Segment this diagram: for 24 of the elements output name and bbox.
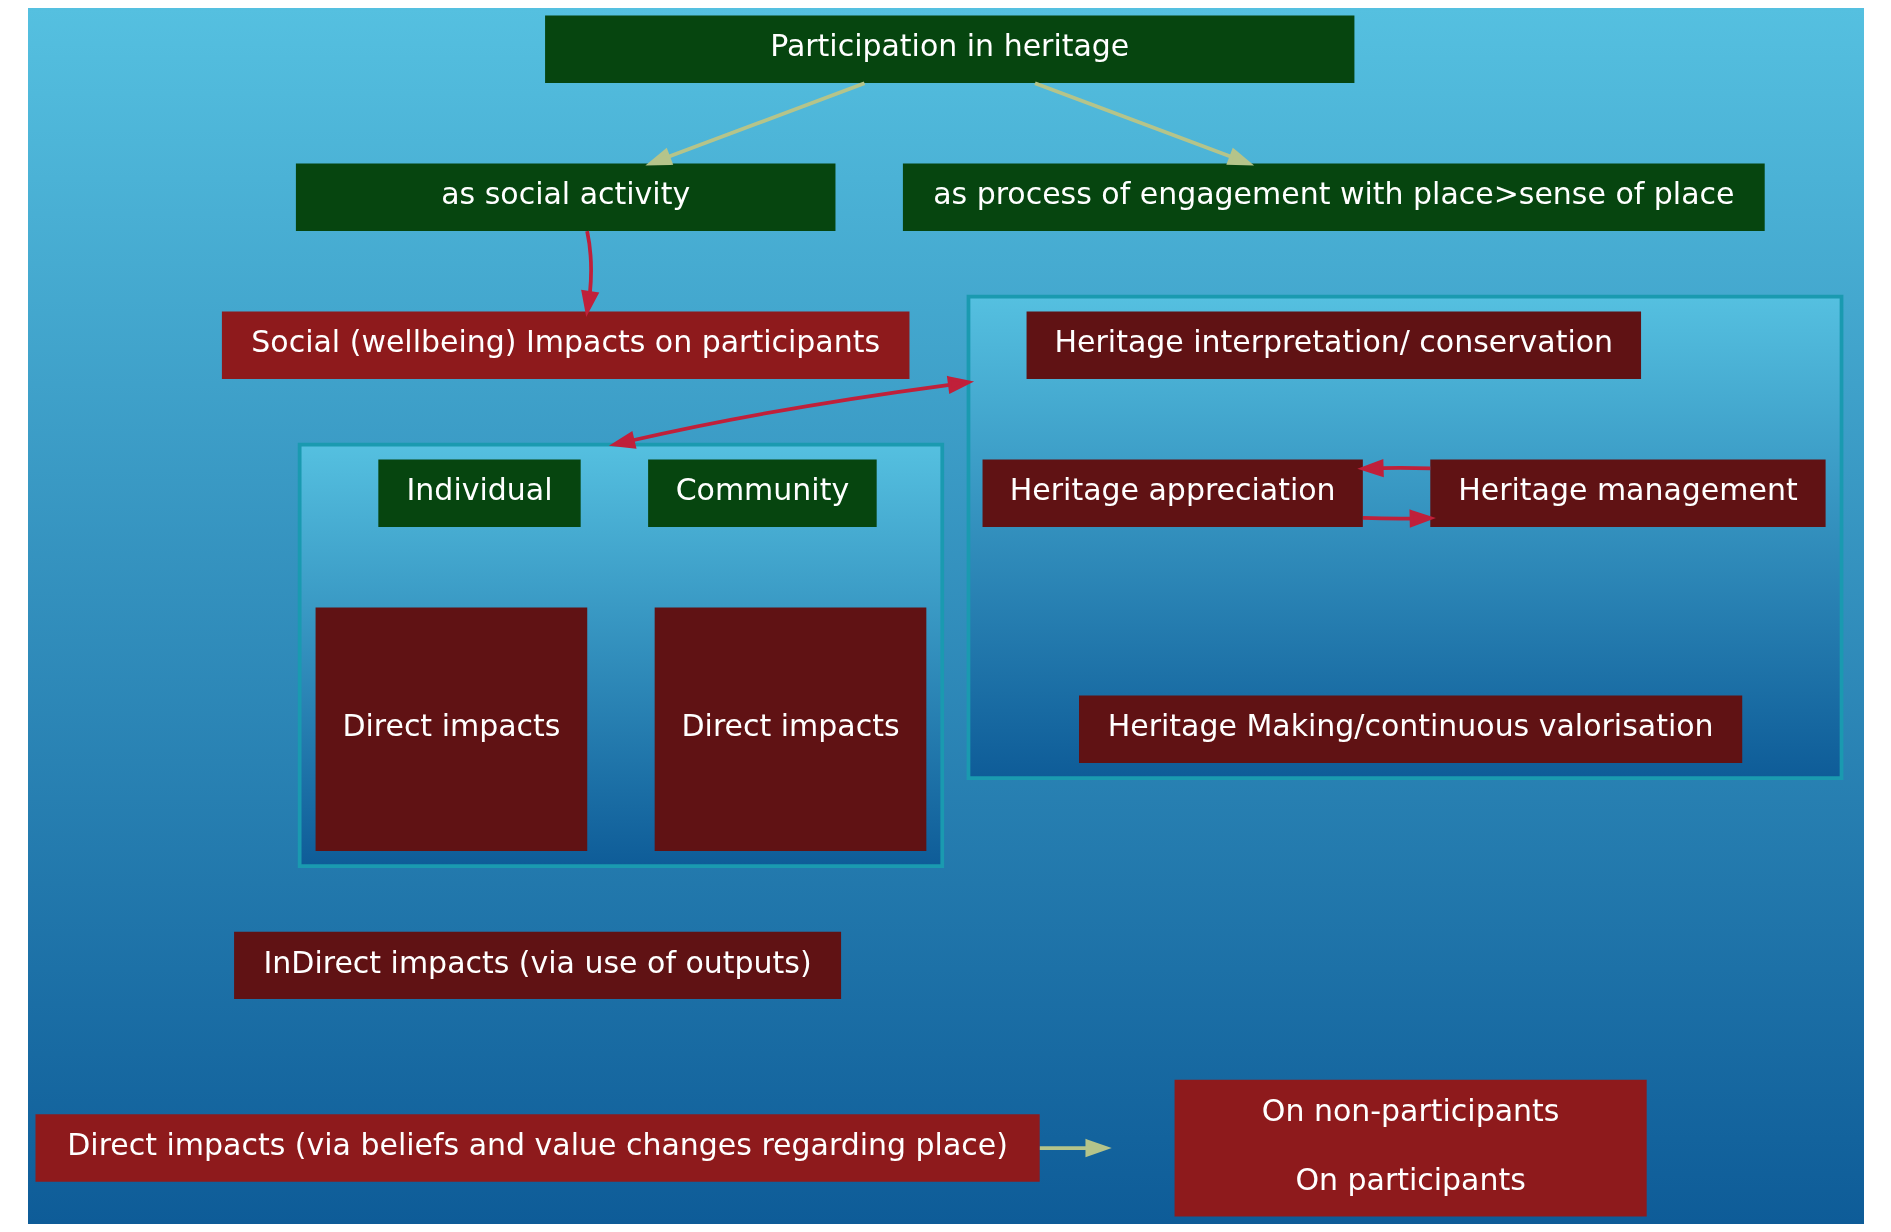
arrow <box>1356 458 1430 478</box>
node-box: Participation in heritage <box>544 15 1354 83</box>
node-box: Heritage interpretation/ conservation <box>1026 311 1641 379</box>
node-box: InDirect impacts (via use of outputs) <box>233 931 841 1000</box>
arrow <box>1362 509 1436 528</box>
node-box: as social activity <box>295 163 835 231</box>
arrow <box>1033 81 1254 166</box>
node-box: Community <box>647 459 877 527</box>
node-box: Direct impacts <box>654 607 926 852</box>
node-box: On non-participants On participants <box>1174 1079 1647 1217</box>
node-box: Direct impacts (via beliefs and value changes regarding place) <box>35 1114 1040 1182</box>
node-box: Heritage Making/continuous valorisation <box>1078 695 1742 764</box>
arrow <box>644 81 865 166</box>
arrow <box>1039 1138 1112 1158</box>
cluster <box>966 294 1843 780</box>
node-box: Individual <box>377 459 581 527</box>
node-box: as process of engagement with place>sense of place <box>902 163 1765 231</box>
node-box: Heritage appreciation <box>982 459 1363 527</box>
node-box: Heritage management <box>1429 459 1826 527</box>
cluster <box>297 442 944 868</box>
arrow <box>608 375 974 449</box>
arrow <box>580 230 599 318</box>
node-box: Social (wellbeing) Impacts on participants <box>221 311 909 379</box>
node-box: Direct impacts <box>315 607 587 852</box>
